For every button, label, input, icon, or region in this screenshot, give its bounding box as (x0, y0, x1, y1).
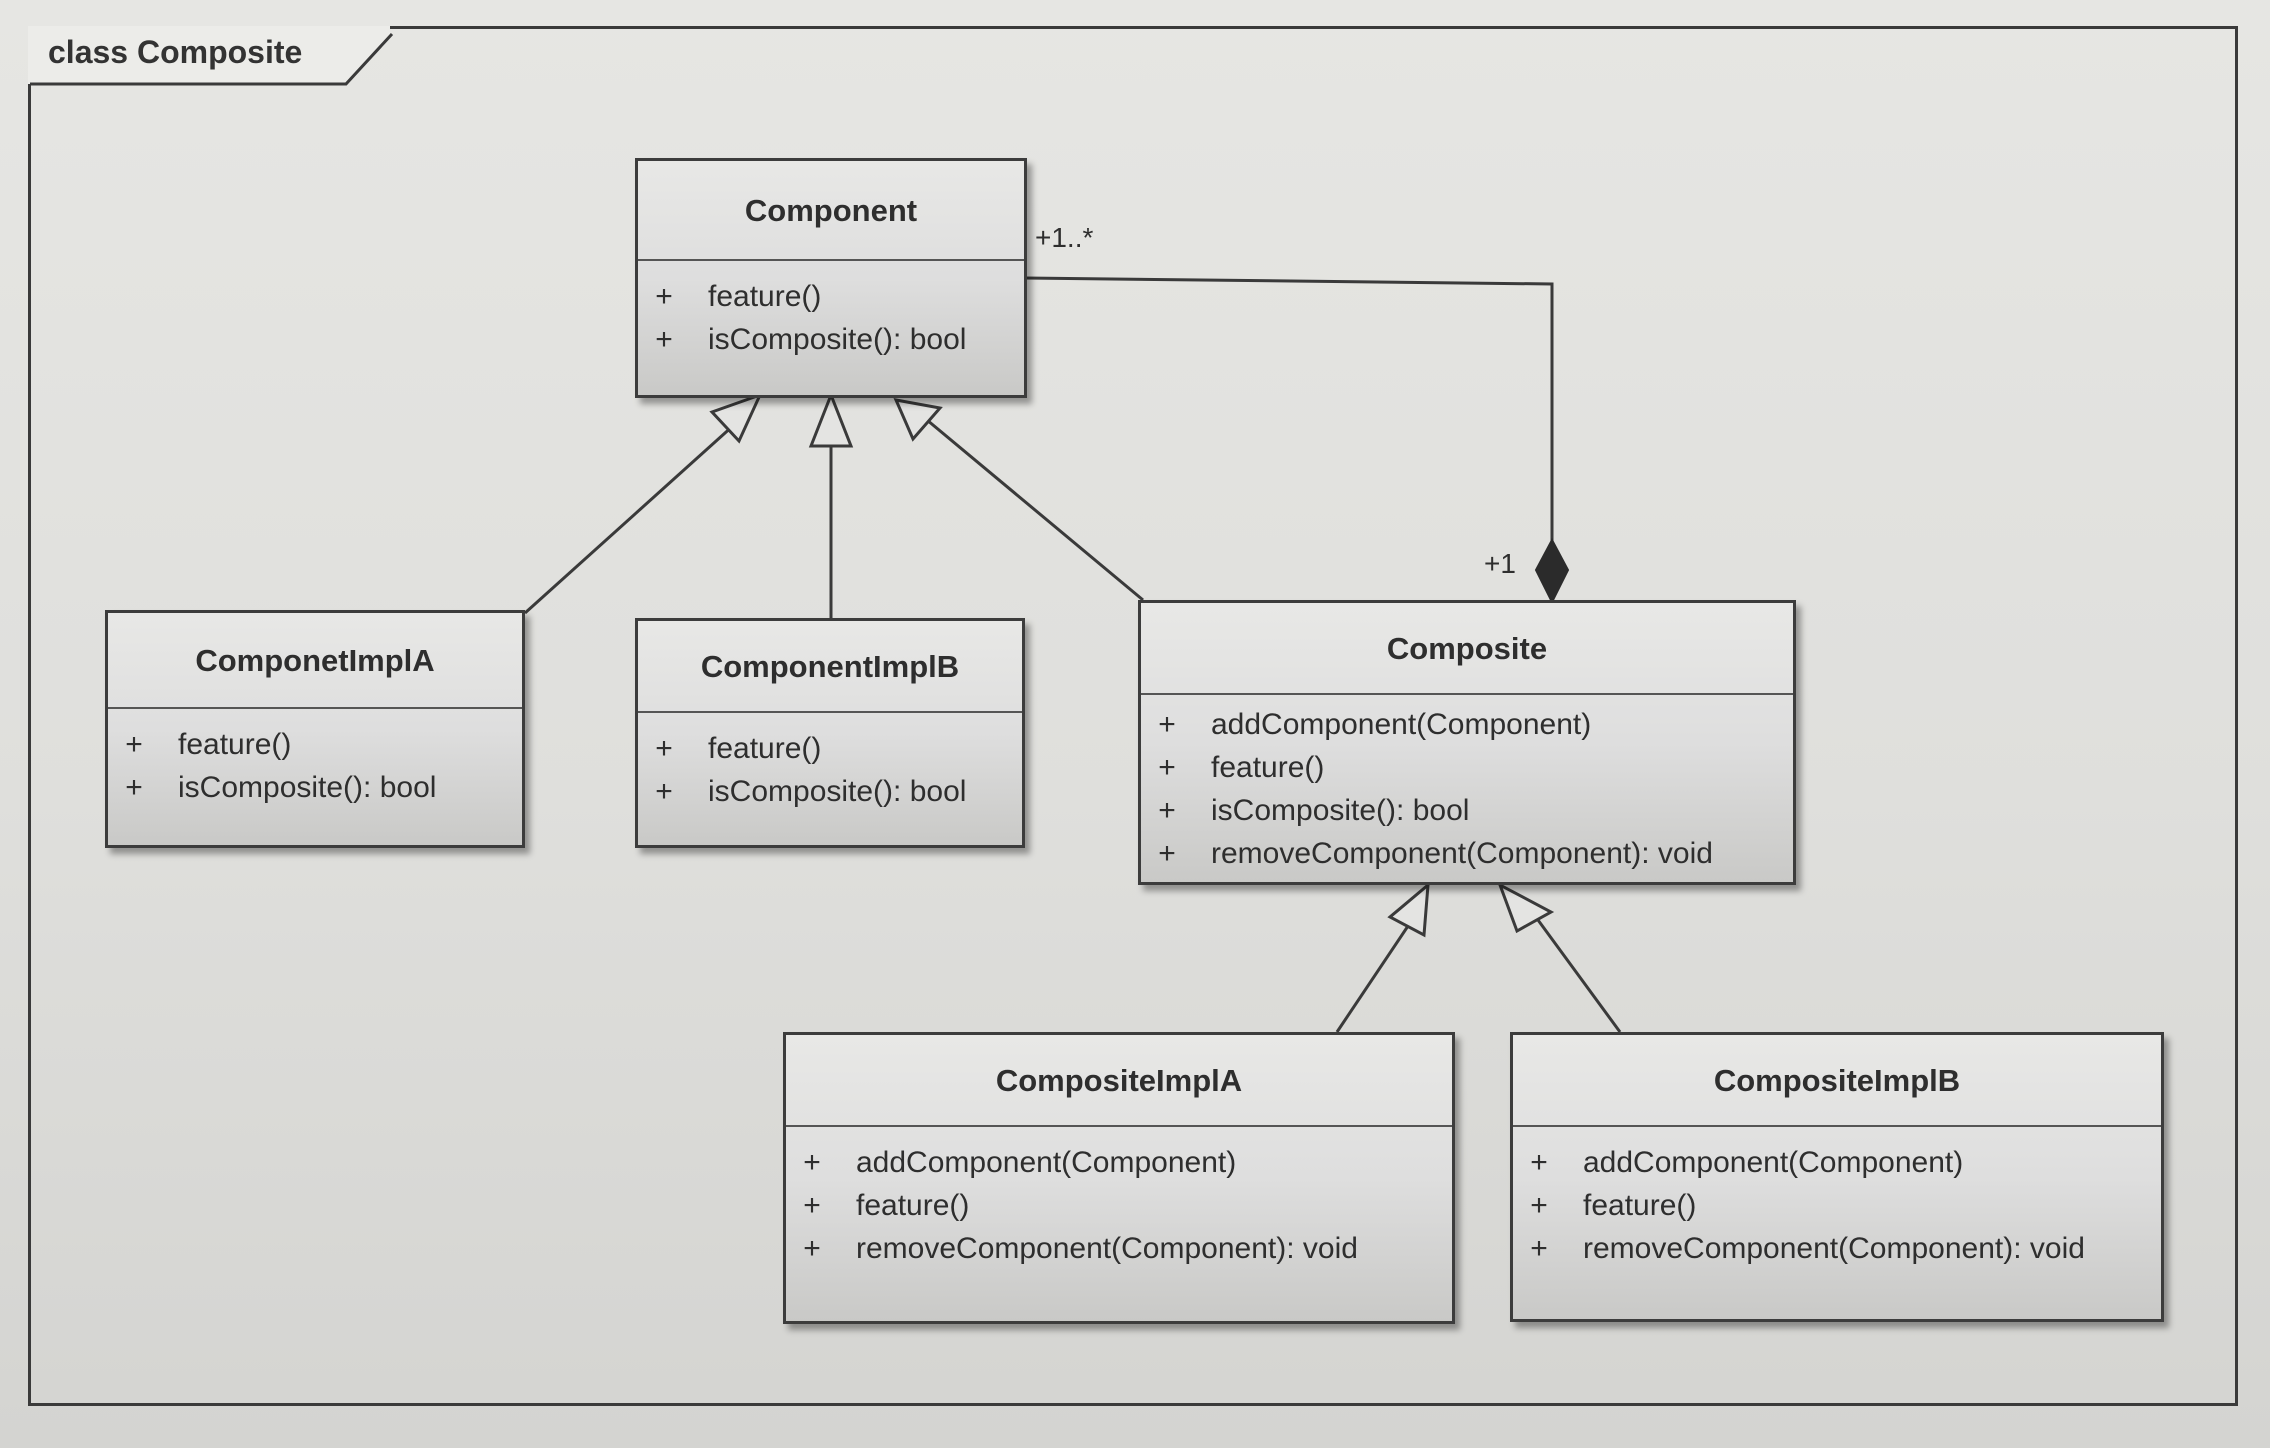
class-componetimpla: ComponetImplA + feature() + isComposite(… (105, 610, 525, 848)
class-component: Component + feature() + isComposite(): b… (635, 158, 1027, 398)
visibility-marker: + (1530, 1232, 1548, 1265)
operation-signature: feature() (708, 732, 822, 765)
operation-signature: addComponent(Component) (856, 1146, 1237, 1179)
operation-signature: isComposite(): bool (708, 323, 967, 356)
operation-signature: addComponent(Component) (1583, 1146, 1964, 1179)
visibility-marker: + (803, 1146, 821, 1179)
inheritance-arrowhead-icon (808, 390, 854, 448)
generalization-line-compositeimpla (1335, 919, 1414, 1033)
operation-signature: feature() (1211, 751, 1325, 784)
operation: + feature() (1141, 746, 1793, 789)
visibility-marker: + (1158, 794, 1176, 827)
operations-list: + feature() + isComposite(): bool (638, 261, 1024, 361)
operations-list: + feature() + isComposite(): bool (108, 709, 522, 809)
visibility-marker: + (655, 732, 673, 765)
operations-list: + addComponent(Component) + feature() + … (786, 1127, 1452, 1270)
operation: + isComposite(): bool (638, 770, 1022, 813)
generalization-line-compositeimplb (1536, 919, 1622, 1033)
operation-signature: isComposite(): bool (708, 775, 967, 808)
visibility-marker: + (1158, 751, 1176, 784)
operation: + isComposite(): bool (1141, 789, 1793, 832)
operation: + feature() (1513, 1184, 2161, 1227)
visibility-marker: + (1158, 837, 1176, 870)
class-name: Component (638, 161, 1024, 261)
visibility-marker: + (655, 323, 673, 356)
operation-signature: feature() (708, 280, 822, 313)
class-composite: Composite + addComponent(Component) + fe… (1138, 600, 1796, 885)
operation-signature: isComposite(): bool (178, 771, 437, 804)
visibility-marker: + (803, 1232, 821, 1265)
operation: + feature() (638, 727, 1022, 770)
operation: + feature() (638, 275, 1024, 318)
operation-signature: feature() (1583, 1189, 1697, 1222)
operations-list: + feature() + isComposite(): bool (638, 713, 1022, 813)
composition-diamond-icon (1534, 537, 1570, 605)
operation-signature: removeComponent(Component): void (1211, 837, 1713, 870)
operations-list: + addComponent(Component) + feature() + … (1513, 1127, 2161, 1270)
composition-association-line (1024, 276, 1554, 544)
operation: + removeComponent(Component): void (1513, 1227, 2161, 1270)
operation: + feature() (108, 723, 522, 766)
operation-signature: removeComponent(Component): void (856, 1232, 1358, 1265)
diagram-frame (28, 26, 2238, 1406)
visibility-marker: + (1158, 708, 1176, 741)
class-name: Composite (1141, 603, 1793, 695)
operation-signature: feature() (178, 728, 292, 761)
visibility-marker: + (125, 771, 143, 804)
generalization-line-composite (920, 413, 1144, 602)
operation-signature: removeComponent(Component): void (1583, 1232, 2085, 1265)
operation: + isComposite(): bool (638, 318, 1024, 361)
inheritance-arrowhead-icon (1387, 881, 1430, 938)
inheritance-arrowhead-icon (1497, 881, 1555, 934)
multiplicity-component-end: +1..* (1035, 222, 1094, 253)
inheritance-arrowhead-icon (893, 398, 943, 442)
operation-signature: addComponent(Component) (1211, 708, 1592, 741)
frame-label-tab: class Composite (28, 26, 398, 88)
class-name: CompositeImplA (786, 1035, 1452, 1127)
class-compositeimplb: CompositeImplB + addComponent(Component)… (1510, 1032, 2164, 1322)
operations-list: + addComponent(Component) + feature() + … (1141, 695, 1793, 875)
operation: + removeComponent(Component): void (1141, 832, 1793, 875)
class-name: ComponetImplA (108, 613, 522, 709)
class-name: CompositeImplB (1513, 1035, 2161, 1127)
operation: + addComponent(Component) (1141, 703, 1793, 746)
operation-signature: feature() (856, 1189, 970, 1222)
visibility-marker: + (125, 728, 143, 761)
generalization-line-componetimpla (523, 413, 747, 615)
visibility-marker: + (655, 280, 673, 313)
operation: + addComponent(Component) (786, 1141, 1452, 1184)
operation: + feature() (786, 1184, 1452, 1227)
visibility-marker: + (655, 775, 673, 808)
class-compositeimpla: CompositeImplA + addComponent(Component)… (783, 1032, 1455, 1324)
frame-title: class Composite (48, 34, 303, 70)
visibility-marker: + (1530, 1189, 1548, 1222)
inheritance-arrowhead-icon (709, 392, 763, 444)
class-name: ComponentImplB (638, 621, 1022, 713)
class-componentimplb: ComponentImplB + feature() + isComposite… (635, 618, 1025, 848)
operation: + addComponent(Component) (1513, 1141, 2161, 1184)
operation: + isComposite(): bool (108, 766, 522, 809)
operation-signature: isComposite(): bool (1211, 794, 1470, 827)
visibility-marker: + (803, 1189, 821, 1222)
visibility-marker: + (1530, 1146, 1548, 1179)
multiplicity-composite-end: +1 (1484, 548, 1516, 579)
operation: + removeComponent(Component): void (786, 1227, 1452, 1270)
